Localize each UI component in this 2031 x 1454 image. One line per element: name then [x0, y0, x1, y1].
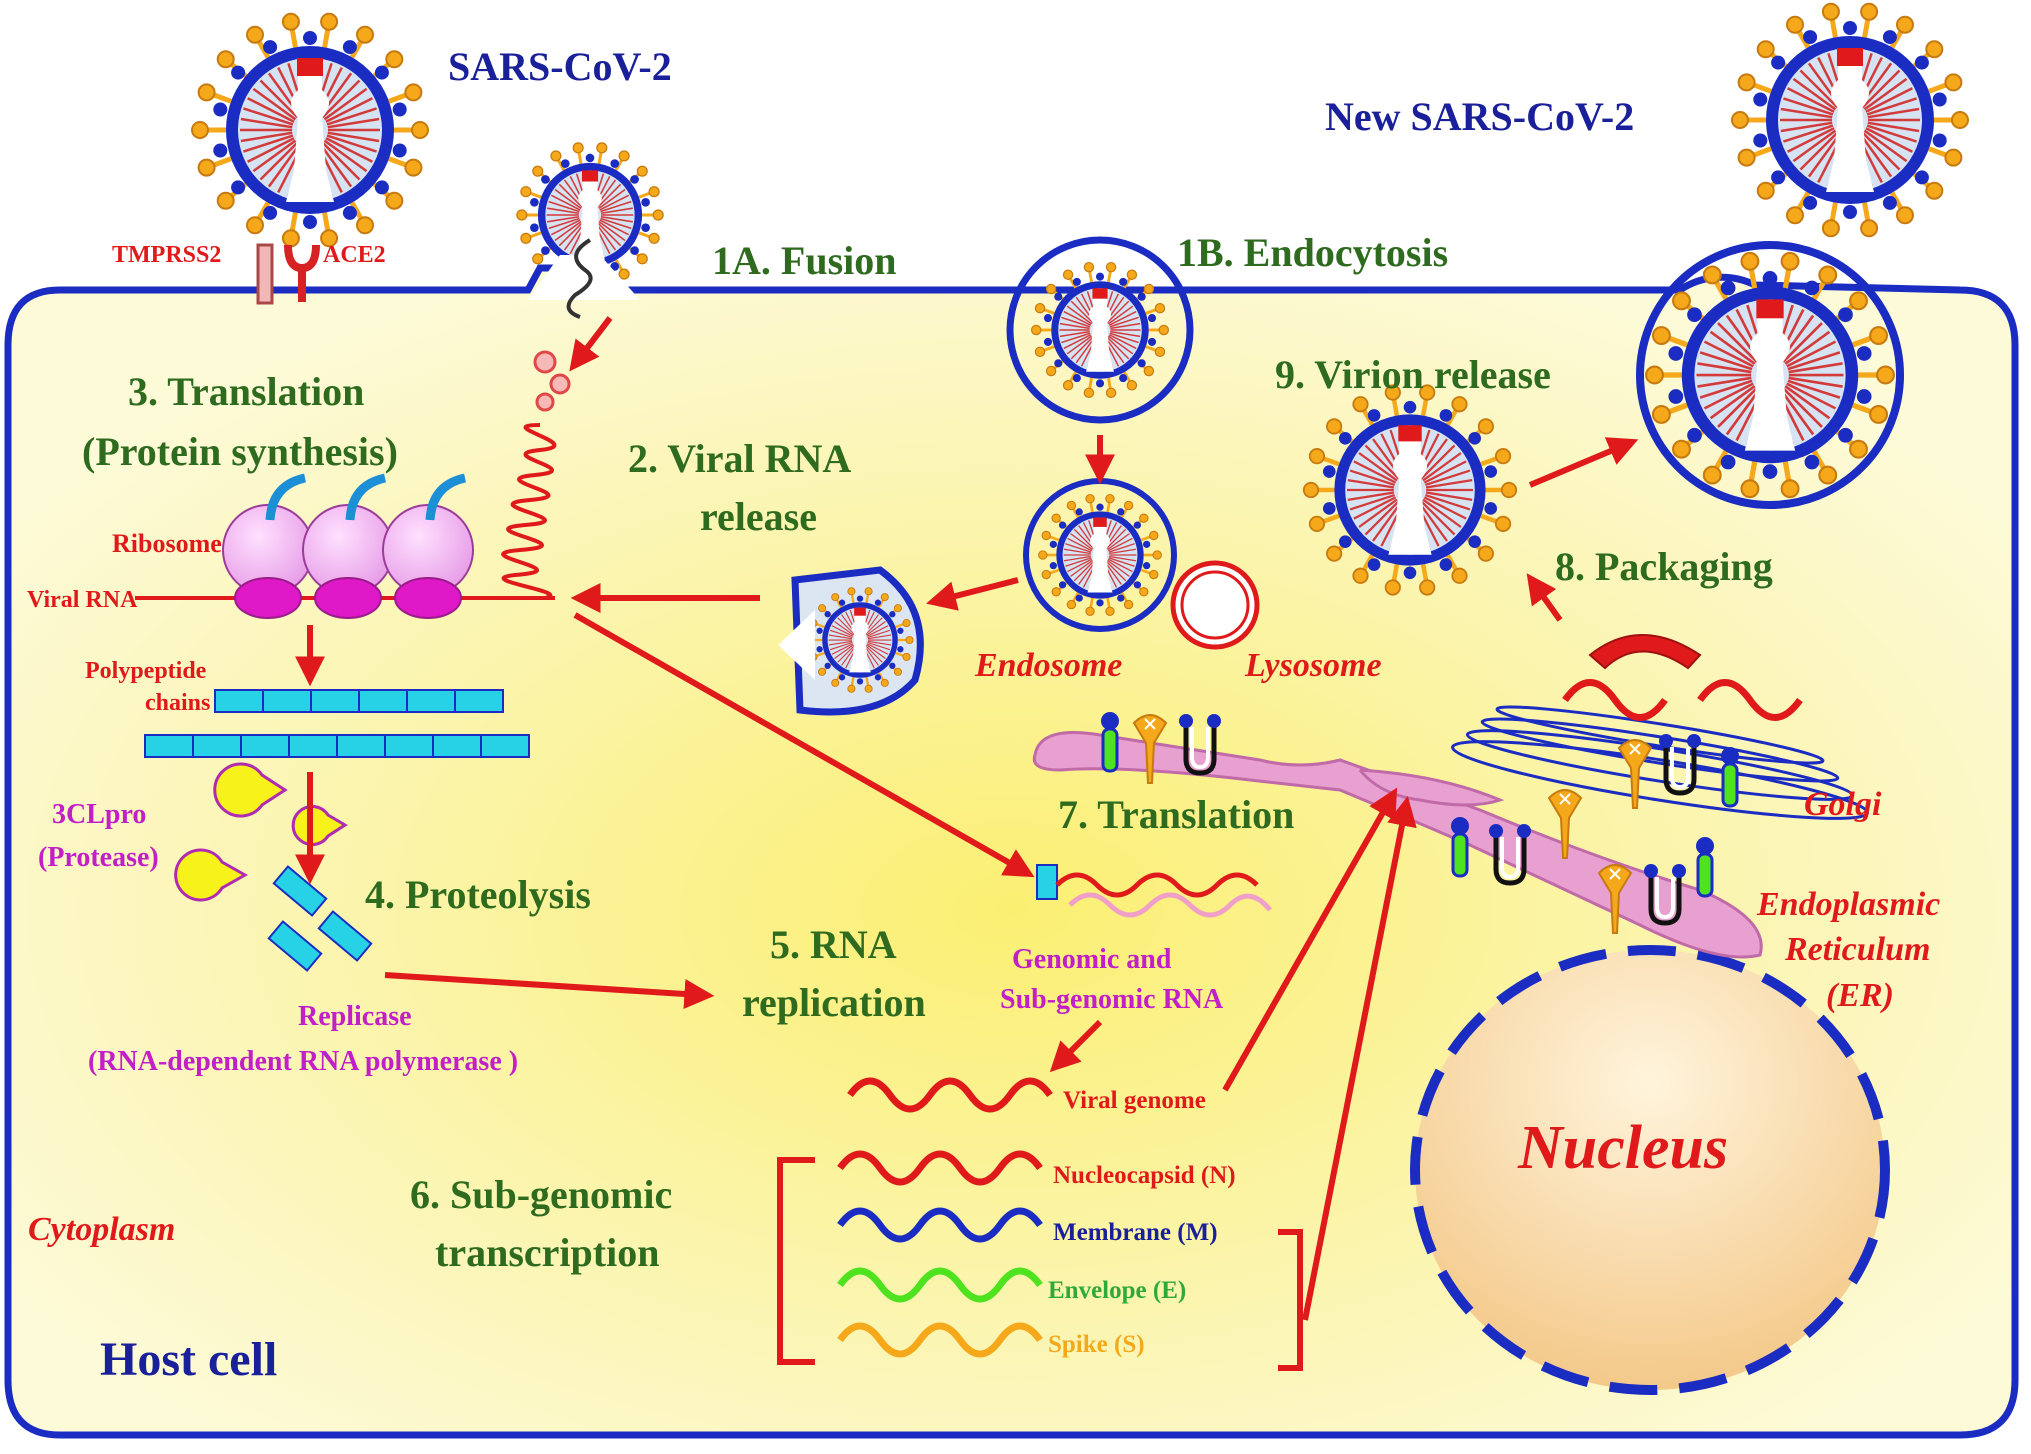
- m-protein-icon: [1449, 815, 1471, 878]
- viral-rna-release-label-line2: release: [700, 494, 817, 539]
- endosome-label: Endosome: [974, 647, 1122, 684]
- nucleocapsid-label: Nucleocapsid (N): [1053, 1162, 1236, 1189]
- arrow-rna-to-genomic: [573, 612, 1035, 878]
- replicase-label-line2: (RNA-dependent RNA polymerase ): [88, 1046, 518, 1077]
- envelope-label: Envelope (E): [1048, 1277, 1186, 1304]
- arrow-replicase-to-replication: [384, 972, 715, 1009]
- fusion-step-label: 1A. Fusion: [712, 238, 897, 283]
- genomic-rna-label-line1: Genomic and: [1012, 944, 1172, 975]
- sars-cov-2-virion-icon: [192, 14, 428, 247]
- arrow-transcripts-to-translation: [1302, 795, 1417, 1321]
- er-label-line3: (ER): [1826, 977, 1894, 1014]
- ribosome-icon: [302, 473, 394, 619]
- arrow-packaging-to-release: [1528, 437, 1639, 488]
- arrow-endosome-to-vesicle: [926, 577, 1019, 611]
- subgenomic-bracket-right: [1278, 1229, 1303, 1371]
- nucleocapsid-arc-icon: [1588, 634, 1702, 670]
- lysosome-label: Lysosome: [1244, 647, 1382, 684]
- host-cell-label: Host cell: [100, 1333, 277, 1386]
- viral-rna-entering: [566, 238, 593, 319]
- membrane-rna-icon: [837, 1207, 1043, 1243]
- arrow-fusion-to-rna: [569, 316, 613, 372]
- tmprss2-label: TMPRSS2: [112, 242, 221, 268]
- polypeptide-label-line2: chains: [145, 690, 210, 716]
- viral-genome-label: Viral genome: [1063, 1087, 1206, 1114]
- 3clpro-label-line2: (Protease): [38, 842, 159, 873]
- tmprss2-receptor-icon: [256, 243, 274, 305]
- packaging-rna-strand-left: [1562, 679, 1668, 721]
- er-label-line2: Reticulum: [1784, 931, 1930, 968]
- ribosome-label: Ribosome: [112, 529, 222, 558]
- m-protein-icon: [1099, 710, 1121, 773]
- spike-rna-icon: [837, 1322, 1043, 1358]
- translation7-step-label: 7. Translation: [1058, 792, 1294, 837]
- nucleus-label: Nucleus: [1517, 1114, 1728, 1182]
- polypeptide-label-line1: Polypeptide: [85, 658, 207, 684]
- endocytic-vesicle: [1006, 236, 1194, 424]
- nucleocapsid-rna-icon: [837, 1150, 1043, 1186]
- translation-step-label: 3. Translation: [128, 369, 364, 414]
- release-vesicle: [1636, 241, 1904, 509]
- genomic-rna-cap: [1036, 864, 1058, 900]
- new-sars-cov-2-label: New SARS-CoV-2: [1325, 94, 1634, 139]
- endocytosis-step-label: 1B. Endocytosis: [1177, 230, 1448, 275]
- ribosome-icon: [382, 473, 474, 619]
- protease-3clpro-icon: [174, 762, 348, 902]
- uncoating-opening: [778, 610, 815, 680]
- genomic-rna-label-line2: Sub-genomic RNA: [1000, 984, 1224, 1015]
- coiled-viral-rna-icon: [501, 350, 571, 600]
- cytoplasm-label: Cytoplasm: [28, 1211, 175, 1248]
- packaging-step-label: 8. Packaging: [1555, 544, 1773, 589]
- subgenomic-bracket-left: [777, 1157, 815, 1365]
- viral-rna-release-label-line1: 2. Viral RNA: [628, 436, 851, 481]
- arrow-er-to-packaging: [1526, 573, 1563, 622]
- ace2-label: ACE2: [323, 242, 386, 268]
- arrow-genomic-to-transcripts: [1049, 1019, 1103, 1073]
- proteolysis-step-label: 4. Proteolysis: [365, 872, 591, 917]
- ribosome-icon: [222, 473, 314, 619]
- nucleus-icon: [1410, 945, 1890, 1395]
- genomic-rna-strand: [1055, 872, 1259, 898]
- subgenomic-step-label-line1: 6. Sub-genomic: [410, 1172, 672, 1217]
- subgenomic-rna-strand: [1068, 892, 1272, 918]
- envelope-rna-icon: [837, 1267, 1043, 1303]
- lysosome-inner-ring: [1180, 570, 1250, 640]
- 3clpro-label-line1: 3CLpro: [52, 799, 146, 830]
- replicase-label-line1: Replicase: [298, 1001, 412, 1032]
- rna-replication-label-line1: 5. RNA: [770, 922, 897, 967]
- m-protein-icon: [1694, 835, 1716, 898]
- protein-synthesis-label: (Protein synthesis): [82, 429, 398, 474]
- packaging-rna-strand-right: [1697, 679, 1803, 721]
- viral-rna-label: Viral RNA: [27, 587, 138, 613]
- polypeptide-chains-icon: [144, 689, 530, 758]
- pathway-arrows: [295, 316, 1639, 1321]
- lysosome-icon: [1170, 560, 1260, 650]
- viral-genome-rna-icon: [847, 1077, 1053, 1113]
- er-label-line1: Endoplasmic: [1756, 886, 1940, 923]
- membrane-label: Membrane (M): [1053, 1219, 1218, 1246]
- m-protein-icon: [1719, 745, 1741, 808]
- virion-release-step-label: 9. Virion release: [1275, 352, 1551, 397]
- cleaved-protein-fragments-icon: [267, 865, 373, 972]
- golgi-label: Golgi: [1804, 786, 1882, 823]
- spike-label: Spike (S): [1048, 1331, 1145, 1358]
- subgenomic-step-label-line2: transcription: [435, 1230, 659, 1275]
- ace2-receptor-icon: [284, 244, 320, 302]
- arrow-viral-genome-to-translation: [1222, 787, 1398, 1092]
- golgi-apparatus-icon: [1451, 705, 1869, 820]
- rna-replication-label-line2: replication: [742, 980, 926, 1025]
- fusion-pore: [528, 255, 640, 300]
- new-virion-icon: [1732, 4, 1968, 237]
- sars-cov-2-label: SARS-CoV-2: [448, 44, 672, 89]
